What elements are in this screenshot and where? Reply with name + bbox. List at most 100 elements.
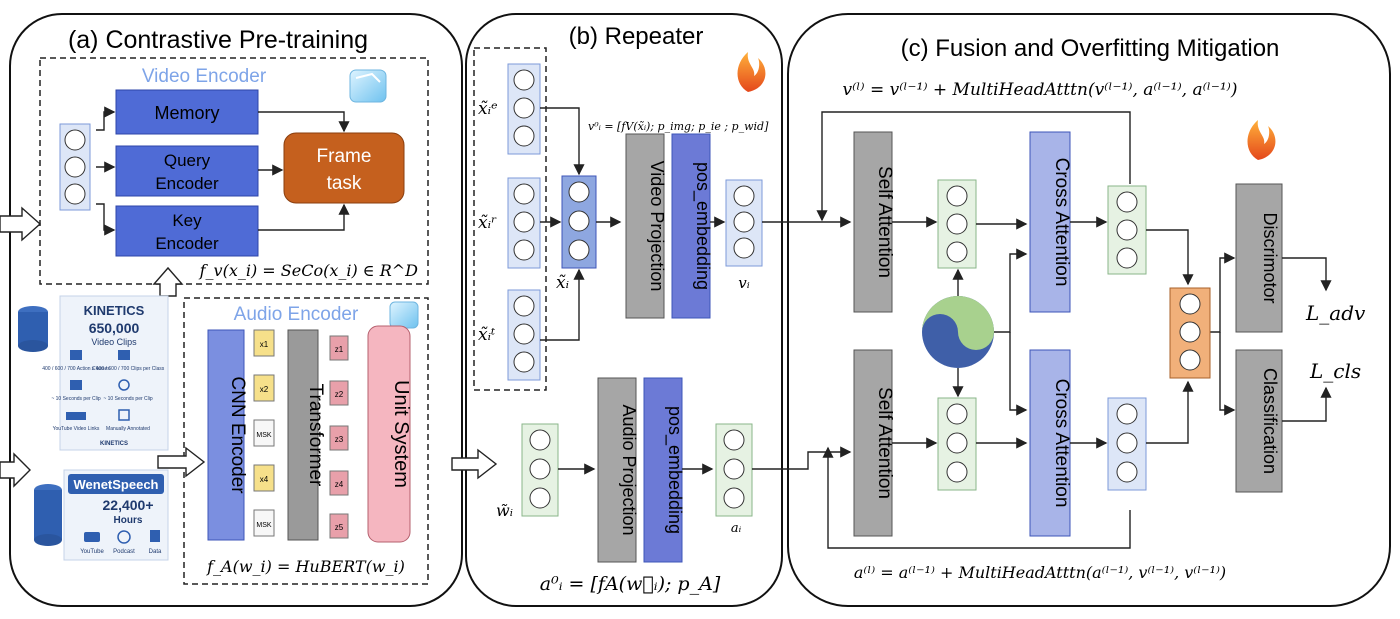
vector-x-r [507,177,541,269]
discriminator-block [1235,183,1283,333]
classification-block [1235,349,1283,493]
video-projection-block [625,133,665,319]
label-x-e: x̃ᵢᵉ [478,99,498,119]
clock-icon [118,379,130,391]
audio-encoder-box [183,297,429,585]
query-encoder-line1: Query [164,151,211,170]
label-w-i: w̃ᵢ [496,501,513,520]
cross-attention-top-label: Cross Attention [1051,158,1072,287]
self-attention-top-label: Self Attention [874,166,895,278]
cnn-encoder-block [207,329,245,541]
key-encoder-block [115,205,259,257]
wenet-source-3: Data [149,549,162,555]
wenet-hours: 22,400+ [103,497,154,513]
token-2: x2 [260,385,269,394]
pos-embedding-audio-block [643,377,683,563]
vector-w-i [521,423,559,517]
kinetics-clips-label: Video Clips [91,337,137,347]
unit-4: z4 [335,480,344,489]
video-input-vector [59,123,91,211]
label-x-r: x̃ᵢʳ [478,213,497,233]
label-a-i: aᵢ [731,521,742,536]
unit-stack: z1 z2 z3 z4 z5 [329,335,349,539]
unit-system-block [367,325,411,543]
panel-a-frame [9,13,463,607]
pos-embedding-video-block [671,133,711,319]
cross-output-bottom-vector [1107,397,1147,491]
unit-5: z5 [335,523,344,532]
youtube-source-icon [84,532,100,542]
kinetics-stat-6: Manually Annotated [106,426,150,432]
token-stack: x1 x2 MSK x4 MSK [253,329,275,537]
phone-icon [150,530,160,542]
wenet-card: WenetSpeech 22,400+ Hours YouTube Podcas… [34,469,169,561]
cross-attention-bottom-block [1029,349,1071,537]
loss-adv: L_adv [1305,301,1366,325]
cnn-encoder-label: CNN Encoder [227,376,248,494]
cross-attention-top-block [1029,131,1071,313]
panel-a-title: (a) Contrastive Pre-training [68,26,368,54]
clip-views-box [473,47,547,391]
token-4: x4 [260,475,269,484]
kinetics-stat-3: ~ 10 Seconds per Clip [51,396,101,402]
play-icon [118,350,130,360]
frame-task-line1: Frame [317,146,372,167]
memory-label: Memory [154,103,219,123]
audio-projection-label: Audio Projection [619,404,639,535]
wenet-source-1: YouTube [80,549,104,555]
a0-formula: a⁰ᵢ = [fA(w⃗ᵢ); p_A] [540,573,721,595]
label-v-i: vᵢ [738,274,750,292]
wenet-source-2: Podcast [113,549,135,555]
kinetics-clips: 650,000 [89,320,140,336]
edit-icon [118,409,130,421]
transformer-label: Transformer [305,384,326,487]
fusion-vector-top [937,179,977,269]
fused-vector [1169,287,1211,379]
unit-3: z3 [335,435,344,444]
vector-v-i [725,179,763,267]
token-1: x1 [260,340,269,349]
vector-a-i [715,423,753,517]
kinetics-footer: KINETICS [100,441,128,447]
unit-1: z1 [335,345,344,354]
label-x-t: x̃ᵢᵗ [478,325,496,345]
video-encoder-box [39,57,429,285]
vector-x-t [507,289,541,381]
unit-2: z2 [335,390,344,399]
panel-b-title: (b) Repeater [569,23,704,50]
kinetics-stat-4: ~ 10 Seconds per Clip [103,396,153,402]
audio-input-arrow-icon [157,446,206,478]
audio-encoder-formula: f_A(w_i) = HuBERT(w_i) [206,557,405,576]
youtube-icon [66,412,86,420]
kinetics-card: KINETICS 650,000 Video Clips 400 / 600 /… [18,295,169,451]
key-encoder-line2: Encoder [155,234,219,253]
panel-b-frame [465,13,783,607]
vector-x-e [507,63,541,155]
video-encoder-formula: f_v(x_i) = SeCo(x_i) ∈ R^D [199,261,419,280]
cross-attention-bottom-label: Cross Attention [1051,379,1072,508]
ice-icon [349,69,387,103]
transformer-block [287,329,319,541]
v0-formula: v⁰ᵢ = [fV(x̃ᵢ); p_img; p_ie ; p_wid] [588,120,769,133]
unit-system-label: Unit System [390,380,412,488]
a-update-formula: a⁽ˡ⁾ = a⁽ˡ⁻¹⁾ + MultiHeadAtttn(a⁽ˡ⁻¹⁾, v… [854,563,1226,582]
vector-x-i [561,175,597,269]
label-x-i: x̃ᵢ [556,273,569,293]
token-3: MSK [256,432,272,439]
self-attention-bottom-block [853,349,893,537]
modality-mixing-icon [922,296,994,368]
panel-c-frame [787,13,1391,607]
video-projection-label: Video Projection [647,161,667,292]
token-5: MSK [256,522,272,529]
kinetics-stat-1: 400 / 600 / 700 Action Classes [42,366,110,372]
video-encoder-label: Video Encoder [142,66,267,87]
play-icon-2 [70,380,82,390]
query-encoder-line2: Encoder [155,174,219,193]
classification-label: Classification [1260,368,1280,474]
repeater-audio-arrow-icon [451,448,498,480]
panel-c-title: (c) Fusion and Overfitting Mitigation [901,35,1280,62]
kinetics-stat-5: YouTube Video Links [53,426,100,432]
frame-task-block [283,132,405,204]
up-arrow-icon [152,266,184,297]
